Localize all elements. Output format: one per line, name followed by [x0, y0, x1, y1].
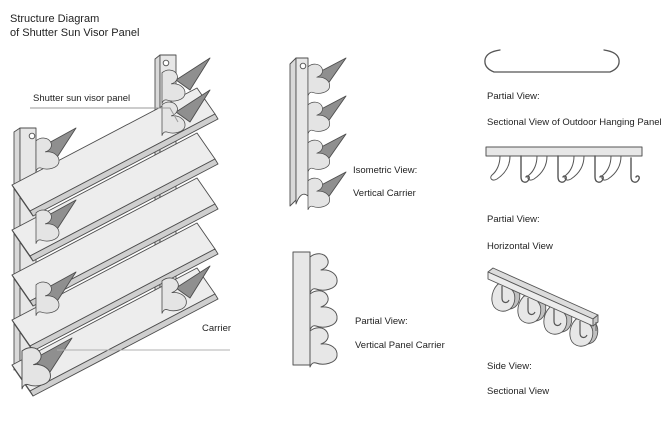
- outdoor-hanging-panel-section-figure: [484, 49, 620, 73]
- horizontal-view-figure: [485, 146, 643, 183]
- caption-horizontal-view: Horizontal View: [487, 241, 553, 252]
- vertical-panel-carrier-figure: [292, 251, 338, 368]
- slat: [11, 132, 219, 262]
- left-carrier-hooks: [21, 127, 77, 390]
- right-carrier-hooks: [161, 57, 211, 314]
- caption-isometric-view: Isometric View:: [353, 165, 418, 176]
- caption-sectional-outdoor: Sectional View of Outdoor Hanging Panel: [487, 117, 662, 128]
- caption-sectional-view: Sectional View: [487, 386, 550, 397]
- panel-label: Shutter sun visor panel: [33, 93, 131, 104]
- page-title-line2: of Shutter Sun Visor Panel: [10, 27, 140, 39]
- main-structure-figure: [11, 54, 219, 397]
- panel-leader-line: [30, 107, 179, 123]
- caption-vertical-carrier: Vertical Carrier: [353, 188, 416, 199]
- caption-vertical-panel-carrier: Vertical Panel Carrier: [355, 340, 445, 351]
- carrier-label: Carrier: [202, 323, 232, 334]
- caption-partial-view-2: Partial View:: [487, 91, 540, 102]
- caption-partial-view-3: Partial View:: [487, 214, 540, 225]
- caption-side-view: Side View:: [487, 361, 532, 372]
- vertical-carrier-isometric-figure: [289, 57, 347, 210]
- side-sectional-figure: [487, 267, 599, 347]
- page-title-line1: Structure Diagram: [10, 13, 100, 25]
- caption-partial-view-1: Partial View:: [355, 316, 408, 327]
- slat: [11, 177, 219, 307]
